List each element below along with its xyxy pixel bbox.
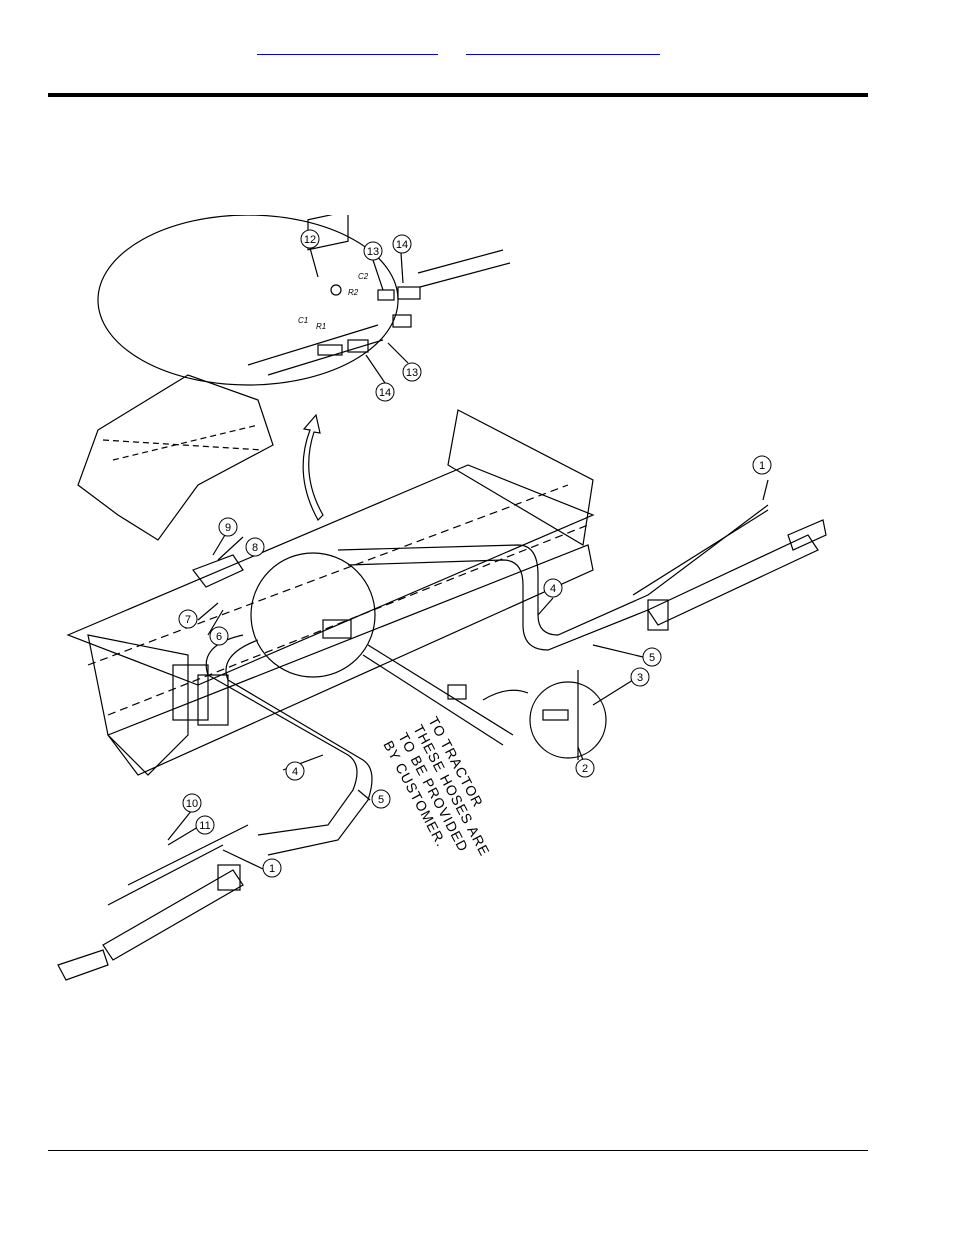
callout-11: 11 (199, 820, 210, 832)
callout-12: 12 (304, 234, 316, 246)
callout-8: 8 (252, 542, 258, 554)
callout-4-right: 4 (550, 583, 556, 595)
detail-arrow (302, 413, 324, 521)
tractor-hitch-body (77, 374, 274, 541)
callout-1-left: 1 (269, 863, 275, 875)
hydraulic-cylinder-left (102, 869, 244, 961)
port-label-r2: R2 (348, 288, 359, 297)
callout-6: 6 (216, 631, 222, 643)
callout-14-bottom: 14 (379, 387, 391, 399)
mounting-plate (192, 554, 244, 588)
detail-bubble-decal (529, 681, 607, 759)
hydraulic-cylinder-right (647, 534, 819, 626)
port-label-c1: C1 (298, 316, 308, 325)
nav-link-2[interactable] (466, 38, 660, 55)
detail-bubble-valve (97, 215, 399, 386)
callout-3: 3 (637, 672, 643, 684)
detail-bubble-manifold (250, 552, 376, 678)
nav-link-1[interactable] (257, 38, 438, 55)
callout-2: 2 (582, 763, 588, 775)
callout-13-bottom: 13 (406, 367, 418, 379)
callout-7: 7 (185, 614, 191, 626)
callout-14-top: 14 (396, 239, 408, 251)
hydraulic-parts-drawing: 1 1 2 3 4 4 5 5 6 7 8 9 10 11 12 13 13 1… (57, 215, 827, 981)
customer-hose-note: TO TRACTOR THESE HOSES ARE TO BE PROVIDE… (380, 714, 493, 859)
callout-4-left: 4 (292, 766, 298, 778)
header-rule (48, 93, 868, 97)
callout-1-right: 1 (759, 460, 765, 472)
port-label-r1: R1 (316, 322, 326, 331)
callout-10: 10 (186, 798, 198, 810)
footer-rule (48, 1150, 868, 1151)
callout-13-top: 13 (367, 246, 379, 258)
port-label-c2: C2 (358, 272, 369, 281)
main-frame (66, 464, 595, 686)
callout-5-right: 5 (649, 652, 655, 664)
callout-5-left: 5 (378, 794, 384, 806)
callout-9: 9 (225, 522, 231, 534)
